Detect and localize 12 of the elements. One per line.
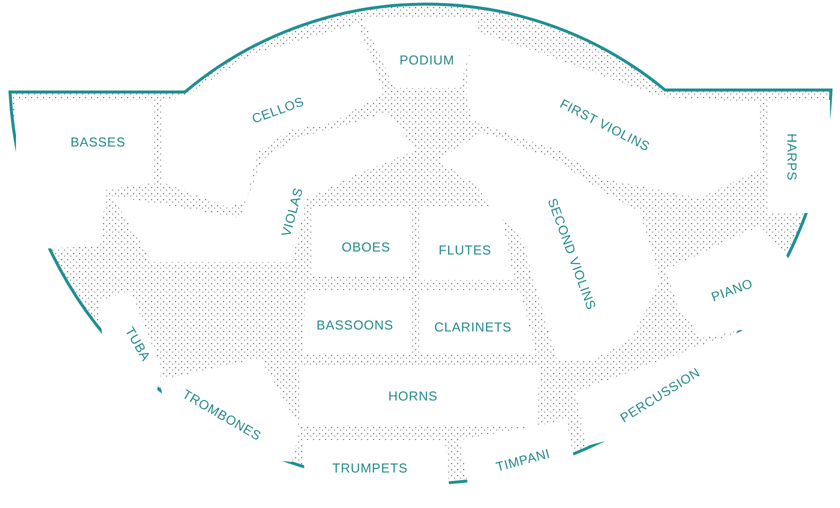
section-label: HARPS — [786, 133, 798, 181]
section-label: HORNS — [388, 390, 438, 402]
section-label: OBOES — [342, 240, 390, 254]
section-label: PIANO — [710, 276, 754, 304]
section-label: TIMPANI — [494, 446, 552, 474]
section-label: CLARINETS — [434, 320, 512, 334]
section-label: BASSOONS — [316, 318, 394, 332]
section-label: VIOLAS — [279, 186, 305, 238]
section-label: PODIUM — [400, 54, 454, 66]
section-label: TRUMPETS — [332, 462, 408, 474]
section-label: FLUTES — [438, 244, 492, 256]
section-label: BASSES — [70, 136, 126, 148]
